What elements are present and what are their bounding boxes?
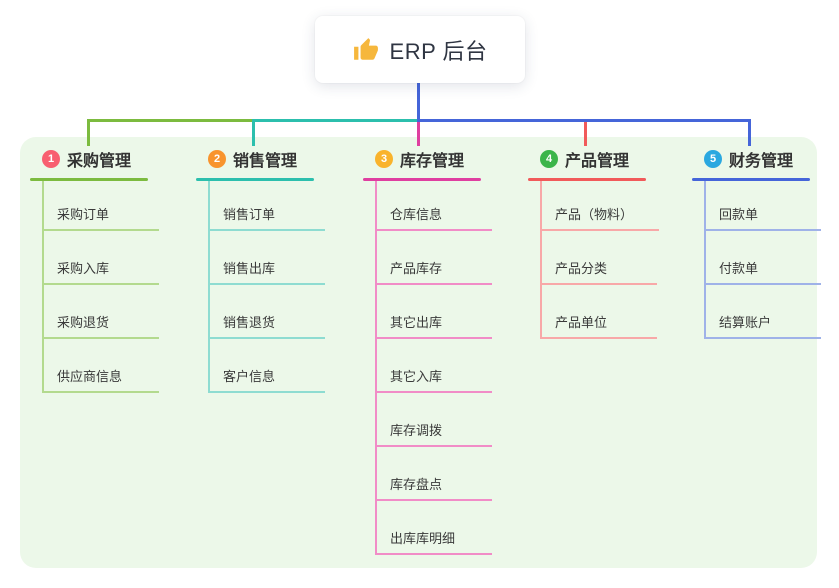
branch-item-node[interactable]: 销售出库 bbox=[210, 231, 325, 285]
branch-title: 财务管理 bbox=[729, 153, 794, 170]
branch-item-list: 回款单付款单结算账户 bbox=[704, 181, 821, 339]
branch-drop-2 bbox=[252, 119, 255, 146]
branch-drop-5 bbox=[748, 119, 751, 146]
branch-item-list: 采购订单采购入库采购退货供应商信息 bbox=[42, 181, 159, 393]
branch-title: 产品管理 bbox=[565, 153, 630, 170]
branch-item-node[interactable]: 其它入库 bbox=[377, 339, 492, 393]
branch-title-node[interactable]: 5 财务管理 bbox=[692, 147, 821, 171]
root-title: ERP 后台 bbox=[389, 38, 488, 64]
branch-drop-1 bbox=[87, 119, 90, 146]
branch-title-node[interactable]: 4 产品管理 bbox=[528, 147, 659, 171]
branch-underline bbox=[30, 178, 148, 181]
branch-item-node[interactable]: 客户信息 bbox=[210, 339, 325, 393]
rail-segment-1 bbox=[87, 119, 255, 122]
branch-item-node[interactable]: 其它出库 bbox=[377, 285, 492, 339]
branch-number-badge: 5 bbox=[704, 150, 722, 168]
branch-4: 4 产品管理产品（物料）产品分类产品单位 bbox=[528, 147, 660, 339]
branch-item-node[interactable]: 销售订单 bbox=[210, 181, 325, 231]
root-connector-stem bbox=[417, 83, 420, 119]
branch-title: 销售管理 bbox=[233, 153, 298, 170]
branch-title-node[interactable]: 3 库存管理 bbox=[363, 147, 492, 171]
branch-item-node[interactable]: 供应商信息 bbox=[44, 339, 159, 393]
branch-underline bbox=[528, 178, 646, 181]
branch-item-node[interactable]: 结算账户 bbox=[706, 285, 821, 339]
rail-segment-2 bbox=[255, 119, 417, 122]
branch-item-node[interactable]: 回款单 bbox=[706, 181, 821, 231]
branch-item-node[interactable]: 库存调拨 bbox=[377, 393, 492, 447]
root-node[interactable]: ERP 后台 bbox=[315, 16, 525, 83]
branch-item-node[interactable]: 采购订单 bbox=[44, 181, 159, 231]
branch-title-node[interactable]: 2 销售管理 bbox=[196, 147, 325, 171]
branch-title: 库存管理 bbox=[400, 153, 465, 170]
branch-number-badge: 2 bbox=[208, 150, 226, 168]
branch-number-badge: 1 bbox=[42, 150, 60, 168]
branch-item-node[interactable]: 产品单位 bbox=[542, 285, 657, 339]
branch-drop-3 bbox=[417, 122, 420, 146]
branch-item-node[interactable]: 出库库明细 bbox=[377, 501, 492, 555]
branch-item-node[interactable]: 产品库存 bbox=[377, 231, 492, 285]
branch-item-node[interactable]: 产品分类 bbox=[542, 231, 657, 285]
branch-underline bbox=[363, 178, 481, 181]
branch-item-node[interactable]: 采购入库 bbox=[44, 231, 159, 285]
branch-title-node[interactable]: 1 采购管理 bbox=[30, 147, 159, 171]
branch-number-badge: 4 bbox=[540, 150, 558, 168]
branch-drop-4 bbox=[584, 122, 587, 146]
branch-item-node[interactable]: 产品（物料） bbox=[542, 181, 660, 231]
branch-3: 3 库存管理仓库信息产品库存其它出库其它入库库存调拨库存盘点出库库明细 bbox=[363, 147, 492, 555]
branch-2: 2 销售管理销售订单销售出库销售退货客户信息 bbox=[196, 147, 325, 393]
branch-underline bbox=[196, 178, 314, 181]
branch-item-list: 仓库信息产品库存其它出库其它入库库存调拨库存盘点出库库明细 bbox=[375, 181, 492, 555]
branch-1: 1 采购管理采购订单采购入库采购退货供应商信息 bbox=[30, 147, 159, 393]
branch-5: 5 财务管理回款单付款单结算账户 bbox=[692, 147, 821, 339]
thumbs-up-icon bbox=[353, 37, 378, 60]
branch-item-node[interactable]: 仓库信息 bbox=[377, 181, 492, 231]
branches-panel bbox=[20, 137, 817, 568]
branch-item-node[interactable]: 库存盘点 bbox=[377, 447, 492, 501]
branch-title: 采购管理 bbox=[67, 153, 132, 170]
branch-item-list: 产品（物料）产品分类产品单位 bbox=[540, 181, 660, 339]
branch-item-node[interactable]: 采购退货 bbox=[44, 285, 159, 339]
rail-segment-3 bbox=[417, 119, 751, 122]
branch-item-list: 销售订单销售出库销售退货客户信息 bbox=[208, 181, 325, 393]
branch-underline bbox=[692, 178, 810, 181]
branch-item-node[interactable]: 付款单 bbox=[706, 231, 821, 285]
branch-item-node[interactable]: 销售退货 bbox=[210, 285, 325, 339]
branch-number-badge: 3 bbox=[375, 150, 393, 168]
